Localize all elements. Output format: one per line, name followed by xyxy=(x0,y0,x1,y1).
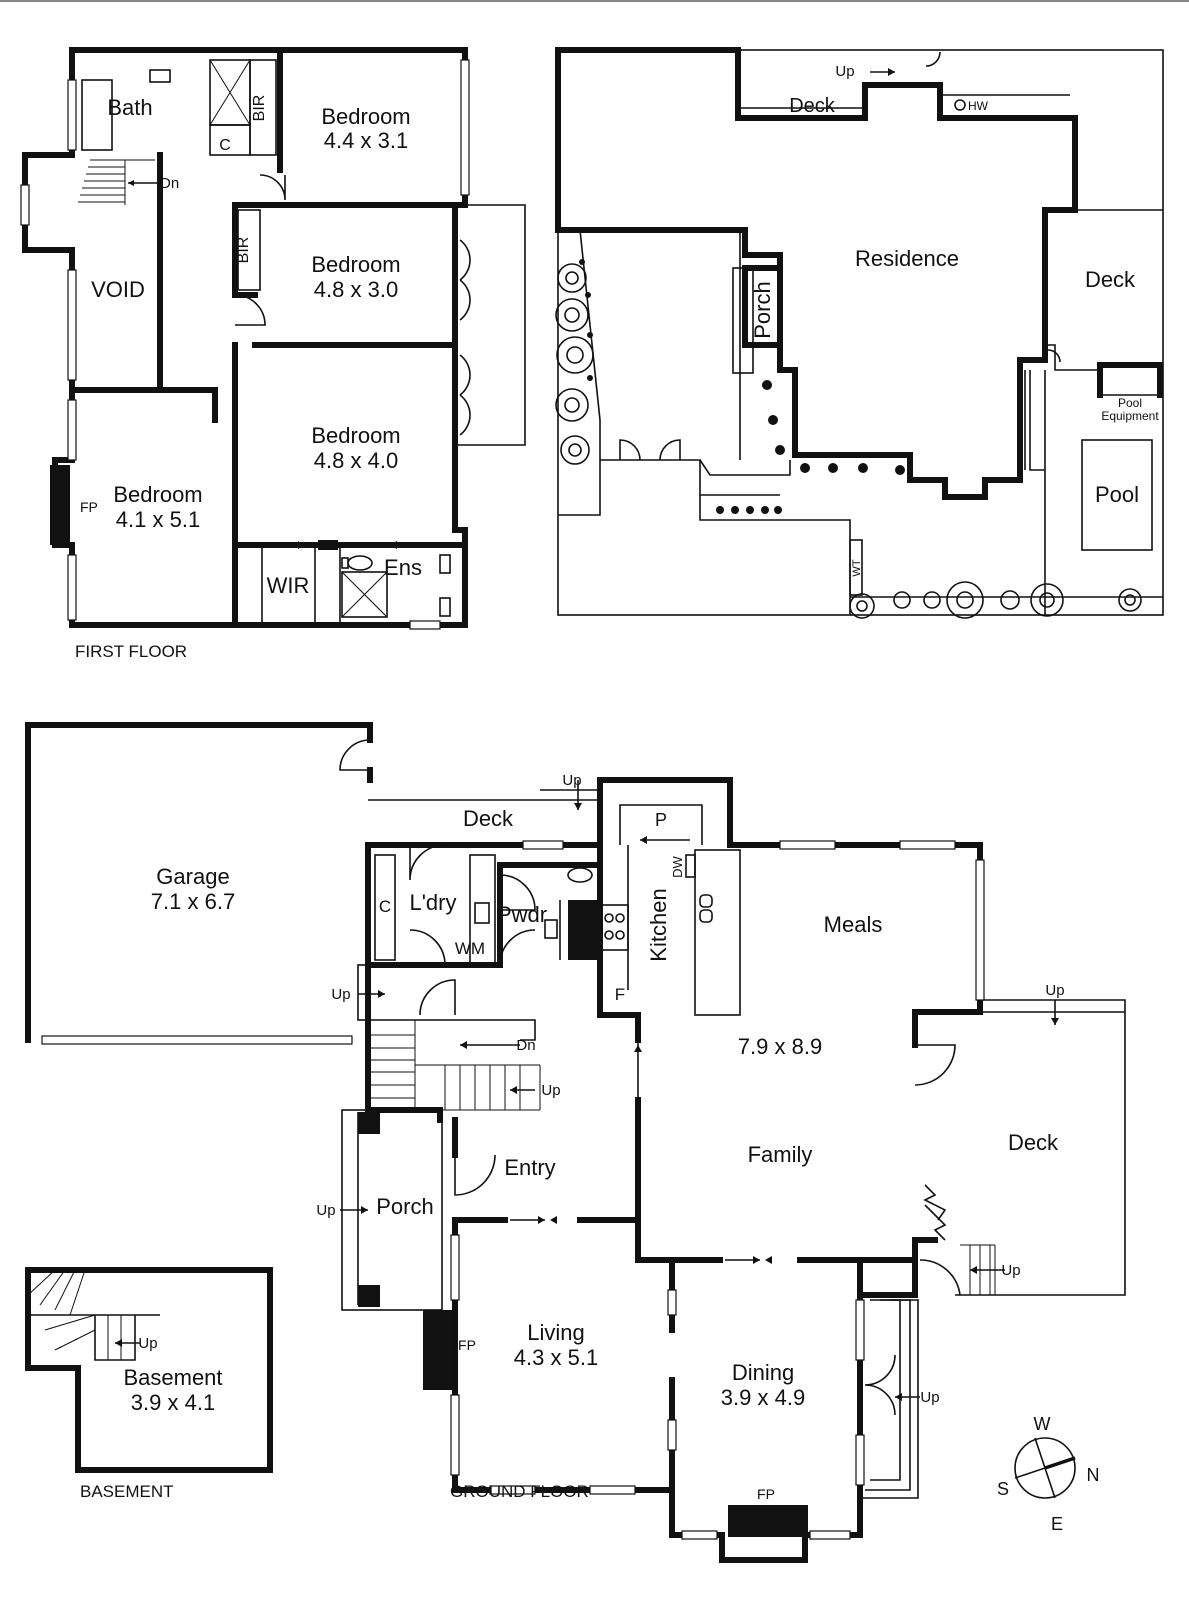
label-family: Family xyxy=(748,1142,813,1167)
label-up-deck: Up xyxy=(562,772,581,789)
site-label-porch: Porch xyxy=(750,281,775,338)
label-basement: Basement xyxy=(123,1365,222,1390)
label-bir-1: BIR xyxy=(251,95,268,122)
site-label-deck-right: Deck xyxy=(1085,267,1136,292)
label-dn: Dn xyxy=(516,1037,535,1054)
ground-floor-plan xyxy=(25,722,1126,1563)
label-basement-size: 3.9 x 4.1 xyxy=(131,1390,215,1415)
site-plan xyxy=(555,47,1164,619)
label-dw: DW xyxy=(670,855,685,877)
label-bedroom-1-size: 4.4 x 3.1 xyxy=(324,128,408,153)
label-deck-right: Deck xyxy=(1008,1130,1059,1155)
label-cupboard: C xyxy=(219,137,231,154)
label-fp-living: FP xyxy=(458,1337,476,1353)
label-fp-first: FP xyxy=(80,499,98,515)
label-fridge: F xyxy=(615,985,625,1004)
label-bath: Bath xyxy=(107,95,152,120)
label-up-dining: Up xyxy=(920,1389,939,1406)
label-up-side: Up xyxy=(331,986,350,1003)
label-bedroom-2-size: 4.8 x 3.0 xyxy=(314,277,398,302)
basement-plan xyxy=(25,1267,273,1473)
label-garage-size: 7.1 x 6.7 xyxy=(151,889,235,914)
site-label-hw: HW xyxy=(968,99,989,113)
label-dining-size: 3.9 x 4.9 xyxy=(721,1385,805,1410)
label-laundry: L'dry xyxy=(410,890,457,915)
ground-floor-title: GROUND FLOOR xyxy=(450,1482,589,1501)
label-void: VOID xyxy=(91,277,145,302)
label-bedroom-1: Bedroom xyxy=(321,104,410,129)
label-bedroom-4: Bedroom xyxy=(113,482,202,507)
compass-icon xyxy=(1014,1437,1076,1499)
label-up-porch: Up xyxy=(316,1202,335,1219)
site-label-pool-equipment-1: Pool xyxy=(1118,396,1142,410)
label-up-basement: Up xyxy=(138,1335,157,1352)
label-kitchen: Kitchen xyxy=(646,888,671,961)
label-garage: Garage xyxy=(156,864,229,889)
label-wm: WM xyxy=(455,939,485,958)
label-up-rear: Up xyxy=(1001,1262,1020,1279)
site-label-pool-equipment-2: Equipment xyxy=(1101,409,1159,423)
label-up-deck-right: Up xyxy=(1045,982,1064,999)
label-dining: Dining xyxy=(732,1360,794,1385)
label-porch: Porch xyxy=(376,1194,433,1219)
label-fp-dining: FP xyxy=(757,1486,775,1502)
label-meals: Meals xyxy=(824,912,883,937)
label-meals-family-size: 7.9 x 8.9 xyxy=(738,1034,822,1059)
label-entry: Entry xyxy=(504,1155,555,1180)
label-bedroom-4-size: 4.1 x 5.1 xyxy=(116,507,200,532)
first-floor-title: FIRST FLOOR xyxy=(75,642,187,661)
label-dn: Dn xyxy=(160,175,179,192)
label-up-stair: Up xyxy=(541,1082,560,1099)
site-label-residence: Residence xyxy=(855,246,959,271)
label-cupboard-ground: C xyxy=(379,897,391,916)
site-label-pool: Pool xyxy=(1095,482,1139,507)
label-pantry: P xyxy=(655,810,667,830)
label-ens: Ens xyxy=(384,555,422,580)
first-floor-plan xyxy=(20,47,526,630)
label-powder: Pwdr xyxy=(497,902,547,927)
site-label-deck-top: Deck xyxy=(789,95,836,117)
label-bedroom-3: Bedroom xyxy=(311,423,400,448)
label-bedroom-3-size: 4.8 x 4.0 xyxy=(314,448,398,473)
label-bir-2: BIR xyxy=(235,237,252,264)
label-living-size: 4.3 x 5.1 xyxy=(514,1345,598,1370)
compass-w: W xyxy=(1034,1414,1051,1434)
site-label-up: Up xyxy=(835,63,854,80)
compass-e: E xyxy=(1051,1514,1063,1534)
compass-s: S xyxy=(997,1479,1009,1499)
label-living: Living xyxy=(527,1320,584,1345)
label-wir: WIR xyxy=(267,573,310,598)
compass-n: N xyxy=(1087,1465,1100,1485)
label-deck-top: Deck xyxy=(463,806,514,831)
label-bedroom-2: Bedroom xyxy=(311,252,400,277)
site-label-wt: WT xyxy=(851,559,863,576)
basement-title: BASEMENT xyxy=(80,1482,174,1501)
